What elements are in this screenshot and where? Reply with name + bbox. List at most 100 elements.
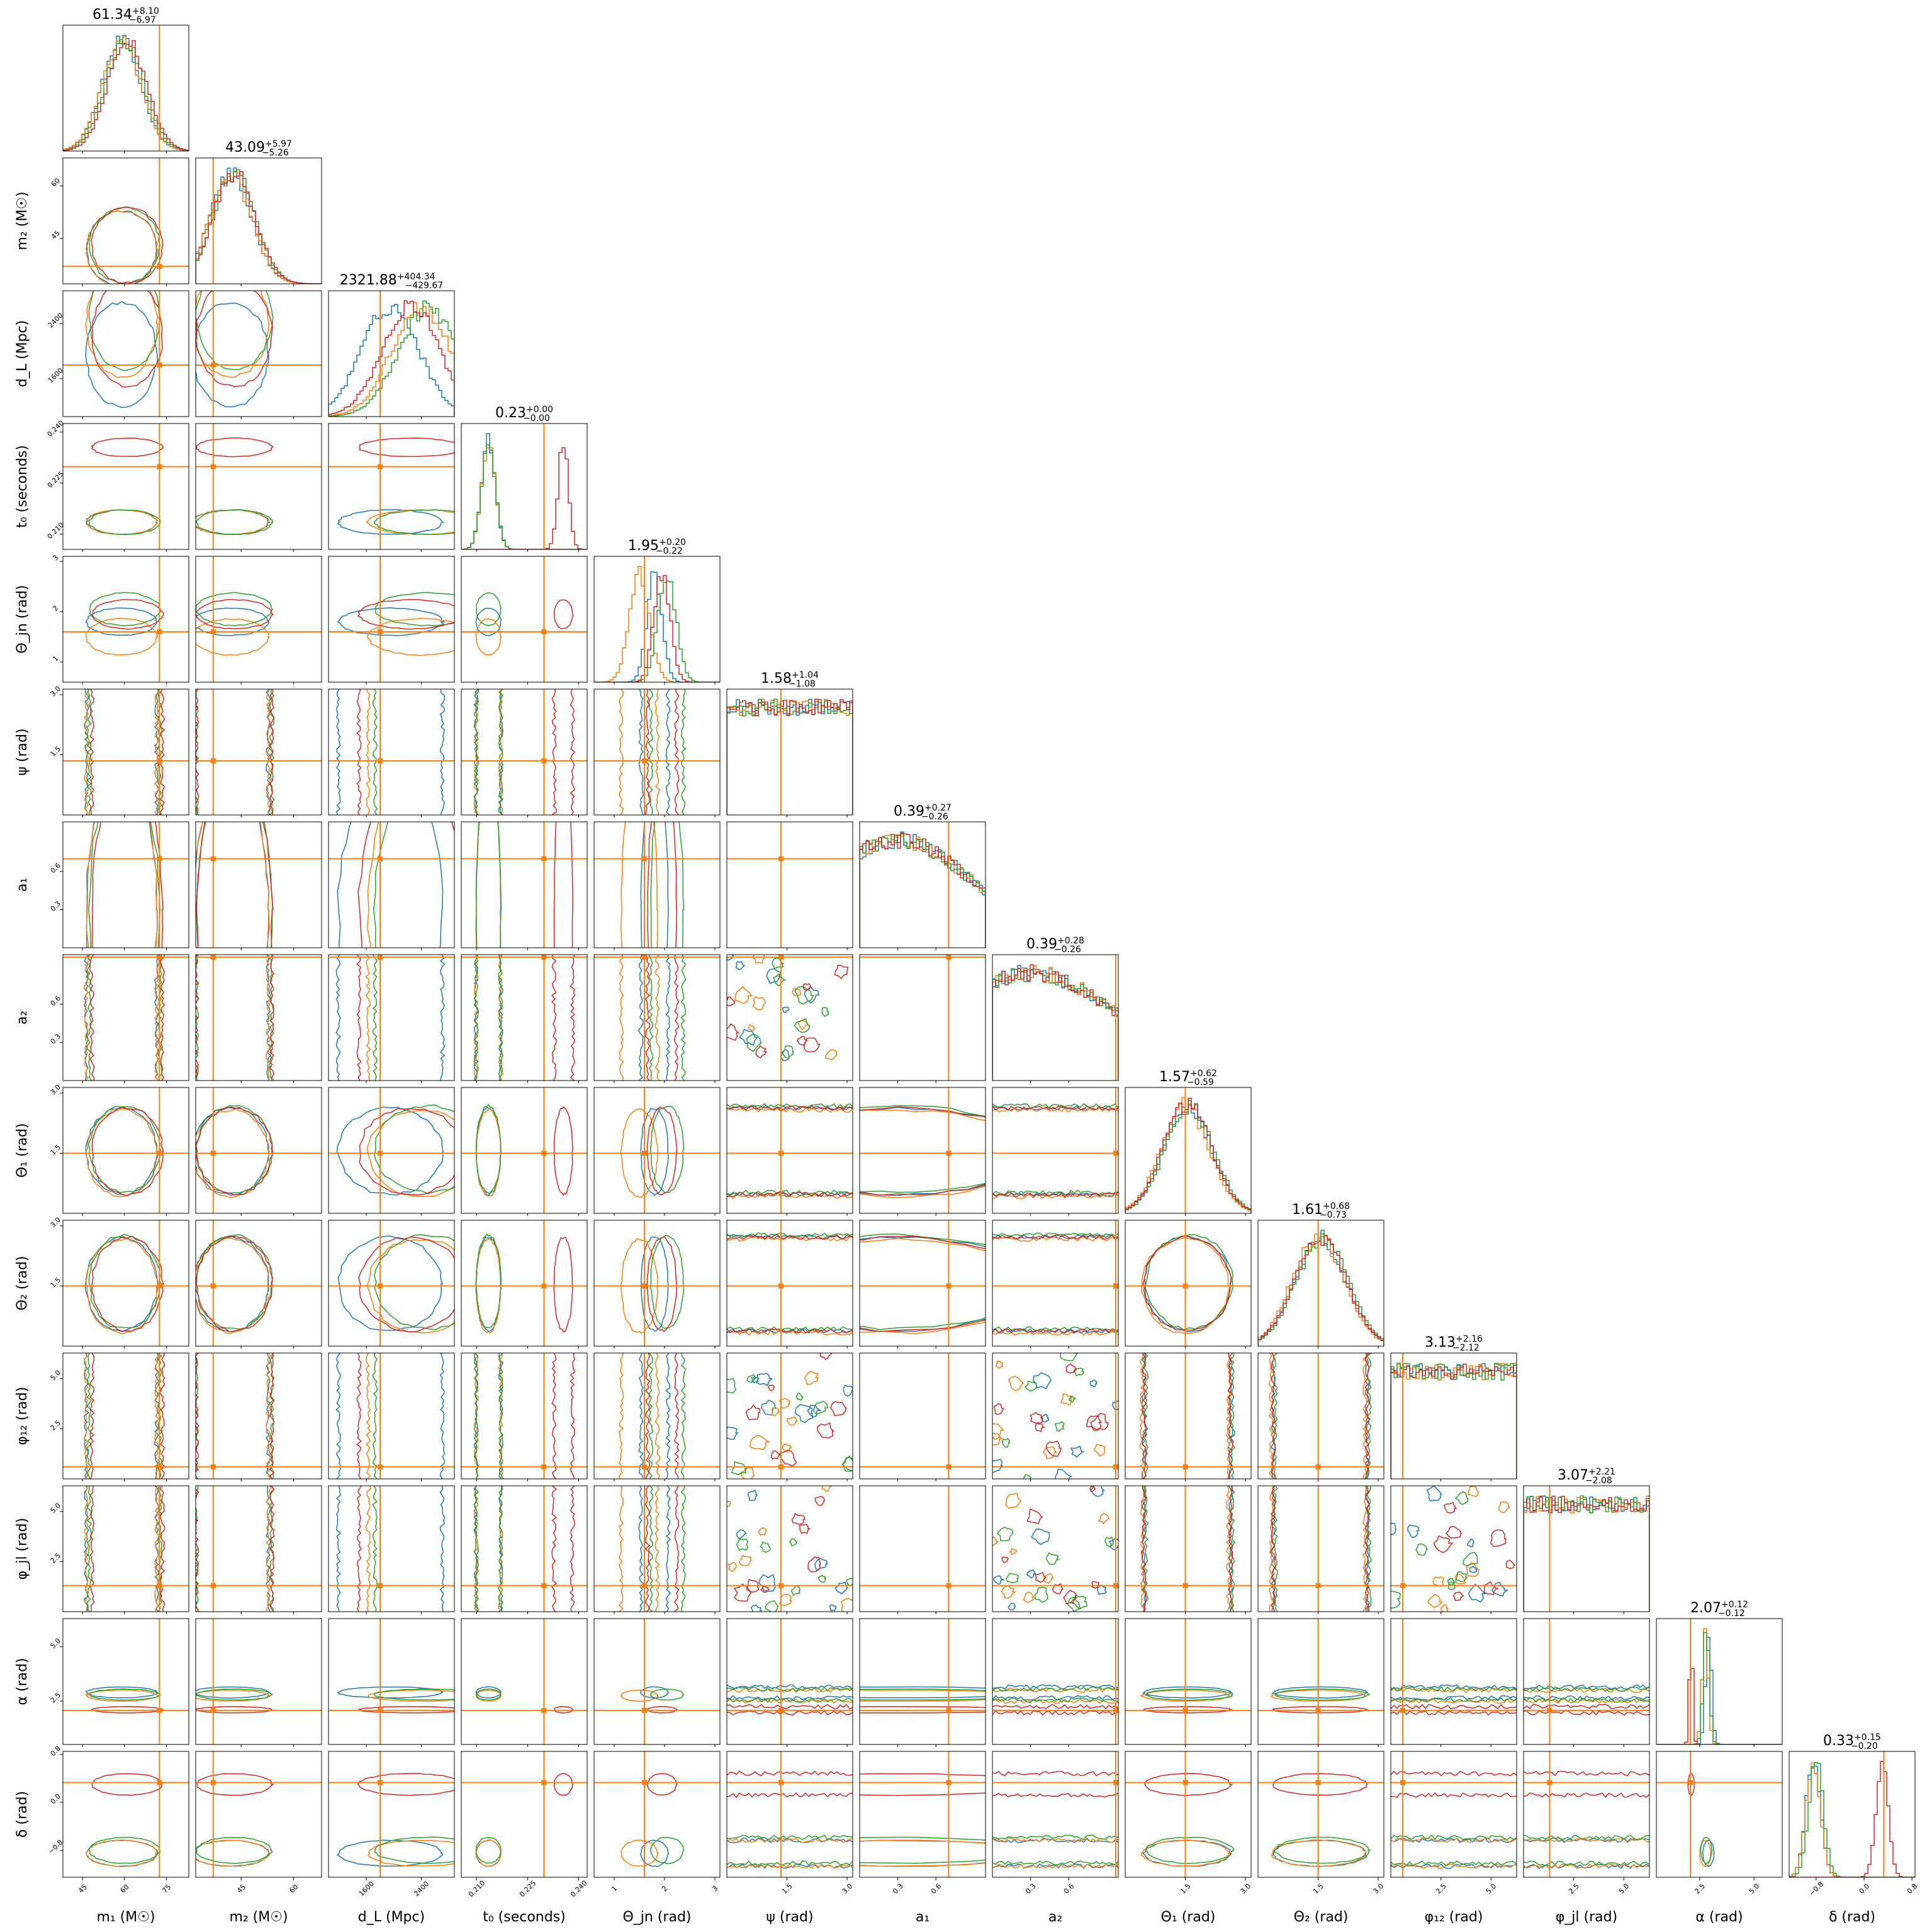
- contour-series-1: [992, 1536, 999, 1546]
- truth-marker: [1113, 1780, 1118, 1785]
- x-axis-label: ψ (rad): [766, 1909, 813, 1925]
- contour-series-2: [650, 822, 685, 948]
- contour-series-0: [727, 807, 853, 812]
- x-tick-label: 5.0: [1748, 1882, 1761, 1896]
- panel-frame: [593, 821, 721, 948]
- contour-series-1: [798, 1019, 809, 1031]
- contour-series-3: [1228, 1486, 1233, 1612]
- contour-series-1: [1060, 1393, 1073, 1406]
- contour-series-3: [91, 1705, 164, 1714]
- x-tick-label: 0.0: [1858, 1882, 1872, 1896]
- contour-series-0: [1097, 1584, 1107, 1595]
- x-tick-label: 3: [710, 1884, 719, 1893]
- panel-frame: [726, 1220, 853, 1347]
- contour-series-3: [1364, 1486, 1370, 1612]
- truth-marker: [1182, 1464, 1188, 1469]
- contour-series-2: [845, 1486, 850, 1612]
- contour-panel-3-2: [328, 423, 455, 552]
- contour-series-3: [727, 996, 736, 1006]
- contour-panel-11-6: [845, 1485, 986, 1614]
- contour-panel-12-8: [1125, 1618, 1252, 1747]
- y-tick-label: 1.5: [49, 1143, 63, 1157]
- contour-series-3: [196, 822, 274, 948]
- contour-series-0: [1108, 1538, 1118, 1551]
- contour-series-0: [814, 1558, 828, 1571]
- contour-series-1: [748, 1024, 755, 1031]
- x-tick-label: 0.3: [891, 1882, 905, 1896]
- contour-series-3: [570, 1486, 575, 1612]
- contour-series-2: [992, 1834, 1118, 1840]
- contour-series-3: [1090, 1413, 1109, 1430]
- contour-series-0: [154, 689, 160, 815]
- contour-series-3: [1035, 1422, 1046, 1432]
- contour-panel-9-0: 1.53.0Θ₂ (rad): [14, 1216, 189, 1349]
- panel-frame: [62, 954, 189, 1081]
- contour-series-2: [846, 1578, 853, 1587]
- truth-marker: [377, 955, 383, 960]
- truth-marker: [1182, 1583, 1188, 1588]
- panel-frame: [461, 1087, 588, 1214]
- contour-series-3: [1034, 1571, 1047, 1583]
- contour-series-3: [196, 1353, 199, 1479]
- contour-series-3: [91, 822, 164, 948]
- contour-panel-11-10: [1390, 1485, 1517, 1614]
- contour-series-3: [745, 1404, 761, 1420]
- x-tick-label: 0.8: [1906, 1882, 1919, 1896]
- contour-series-2: [196, 291, 274, 371]
- truth-marker: [642, 1583, 647, 1588]
- contour-series-1: [1043, 1446, 1057, 1459]
- contour-series-2: [1463, 1552, 1478, 1567]
- x-tick-label: 2.5: [1434, 1882, 1448, 1896]
- panel-frame: [593, 1618, 721, 1745]
- contour-series-2: [473, 1486, 480, 1612]
- contour-series-1: [85, 1108, 159, 1198]
- contour-series-0: [996, 955, 1001, 1081]
- contour-series-3: [357, 822, 454, 948]
- contour-series-3: [357, 1706, 454, 1714]
- contour-series-1: [1440, 1603, 1449, 1612]
- hist-series-3: [727, 699, 853, 815]
- truth-marker: [946, 1150, 952, 1156]
- hist-series-3: [1391, 1363, 1517, 1479]
- contour-series-1: [1391, 1698, 1517, 1704]
- x-tick-label: 75: [160, 1883, 172, 1895]
- contour-series-3: [1142, 1235, 1232, 1331]
- contour-series-1: [86, 1839, 157, 1867]
- contour-panel-12-6: [859, 1618, 986, 1747]
- hist-series-1: [1524, 1495, 1649, 1612]
- contour-panel-7-6: [859, 954, 1001, 1083]
- truth-marker: [778, 856, 783, 862]
- hist-panel-4: 1.95+0.20−0.22: [593, 537, 721, 685]
- truth-marker: [642, 1780, 647, 1785]
- contour-series-2: [196, 1688, 273, 1701]
- hist-series-1: [1258, 1233, 1384, 1346]
- x-tick-label: 45: [235, 1883, 247, 1895]
- panel-frame: [461, 423, 588, 550]
- contour-series-0: [1054, 1468, 1073, 1479]
- contour-series-3: [992, 1105, 1118, 1111]
- contour-series-1: [154, 689, 160, 815]
- contour-series-1: [196, 1108, 270, 1198]
- hist-series-3: [329, 300, 454, 417]
- contour-panel-10-1: [195, 1352, 322, 1481]
- contour-series-1: [85, 210, 158, 284]
- contour-panel-8-1: [195, 1087, 322, 1216]
- contour-panel-4-3: [461, 556, 588, 685]
- panel-frame: [62, 25, 189, 152]
- contour-series-1: [83, 689, 89, 815]
- y-tick-label: 3: [51, 554, 60, 563]
- contour-series-3: [551, 689, 557, 815]
- contour-series-2: [476, 592, 502, 627]
- contour-series-3: [461, 1486, 466, 1612]
- y-tick-label: 2400: [47, 312, 65, 330]
- contour-series-1: [475, 1108, 502, 1197]
- contour-series-2: [860, 1688, 986, 1701]
- panel-frame: [593, 688, 721, 816]
- contour-series-2: [817, 1574, 826, 1583]
- x-axis-label: φ_jl (rad): [1556, 1909, 1617, 1925]
- contour-series-2: [790, 1585, 800, 1597]
- contour-series-3: [553, 1773, 574, 1796]
- x-axis-label: Θ₁ (rad): [1161, 1909, 1216, 1925]
- y-tick-label: 60: [50, 177, 62, 189]
